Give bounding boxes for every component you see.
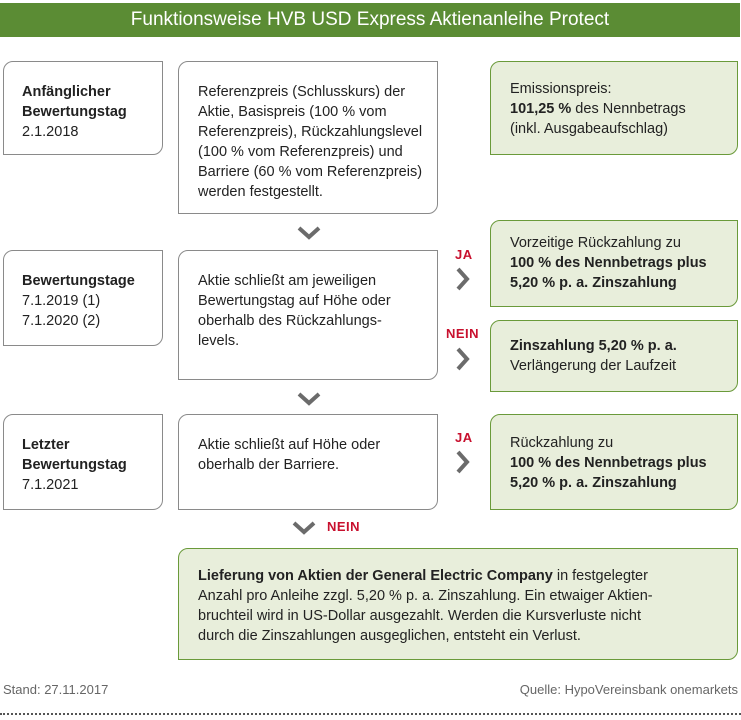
date-box-date: 7.1.2021 [22, 477, 79, 493]
chevron-right-icon [456, 450, 470, 474]
chevron-down-icon [297, 226, 321, 240]
early-redemption-condition-box: Aktie schließt am jeweiligen Bewertungst… [178, 250, 438, 380]
divider [0, 713, 741, 715]
date-box-heading: Bewertungstage [22, 273, 135, 289]
valuation-dates-box: Bewertungstage 7.1.2019 (1) 7.1.2020 (2) [3, 250, 163, 346]
result-text: Rückzahlung zu [510, 435, 614, 451]
issue-price-box: Emissionspreis: 101,25 % des Nennbetrags… [490, 61, 738, 155]
result-text: Vorzeitige Rückzahlung zu [510, 235, 681, 251]
date-box-date: 7.1.2019 (1) 7.1.2020 (2) [22, 293, 101, 329]
share-delivery-heading: Lieferung von Aktien der General Electri… [198, 568, 553, 584]
final-redemption-box: Rückzahlung zu 100 % des Nennbetrags plu… [490, 414, 738, 510]
date-box-heading: Letzter Bewertungstag [22, 437, 127, 473]
no-label: NEIN [327, 519, 361, 534]
result-bold-text: Zinszahlung 5,20 % p. a. [510, 338, 677, 354]
issue-price-label: Emissionspreis: [510, 81, 612, 97]
no-label: NEIN [446, 326, 480, 341]
barrier-condition-box: Aktie schließt auf Höhe oder oberhalb de… [178, 414, 438, 510]
as-of-date: Stand: 27.11.2017 [3, 682, 109, 697]
chevron-right-icon [456, 347, 470, 371]
coupon-extension-box: Zinszahlung 5,20 % p. a. Verlängerung de… [490, 320, 738, 392]
result-text: Verlängerung der Laufzeit [510, 358, 677, 374]
diagram-title: Funktionsweise HVB USD Express Aktienanl… [0, 3, 740, 37]
initial-condition-box: Referenzpreis (Schlusskurs) der Aktie, B… [178, 61, 438, 214]
result-bold-text: 100 % des Nennbetrags plus 5,20 % p. a. … [510, 255, 707, 291]
initial-valuation-date-box: Anfänglicher Bewertungstag 2.1.2018 [3, 61, 163, 155]
share-delivery-text: in festgelegter Anzahl pro Anleihe zzgl.… [198, 568, 653, 644]
share-delivery-box: Lieferung von Aktien der General Electri… [178, 548, 738, 660]
early-redemption-result-box: Vorzeitige Rückzahlung zu 100 % des Nenn… [490, 220, 738, 307]
result-bold-text: 100 % des Nennbetrags plus 5,20 % p. a. … [510, 455, 707, 491]
issue-price-value: 101,25 % [510, 101, 572, 117]
source-note: Quelle: HypoVereinsbank onemarkets [519, 682, 738, 697]
chevron-down-icon [292, 521, 316, 535]
issue-price-note: des Nennbetrags (inkl. Ausgabeaufschlag) [510, 101, 686, 137]
date-box-heading: Anfänglicher Bewertungstag [22, 84, 127, 120]
yes-label: JA [455, 247, 473, 262]
yes-label: JA [455, 430, 473, 445]
chevron-down-icon [297, 392, 321, 406]
final-valuation-date-box: Letzter Bewertungstag 7.1.2021 [3, 414, 163, 510]
chevron-right-icon [456, 267, 470, 291]
date-box-date: 2.1.2018 [22, 124, 79, 140]
